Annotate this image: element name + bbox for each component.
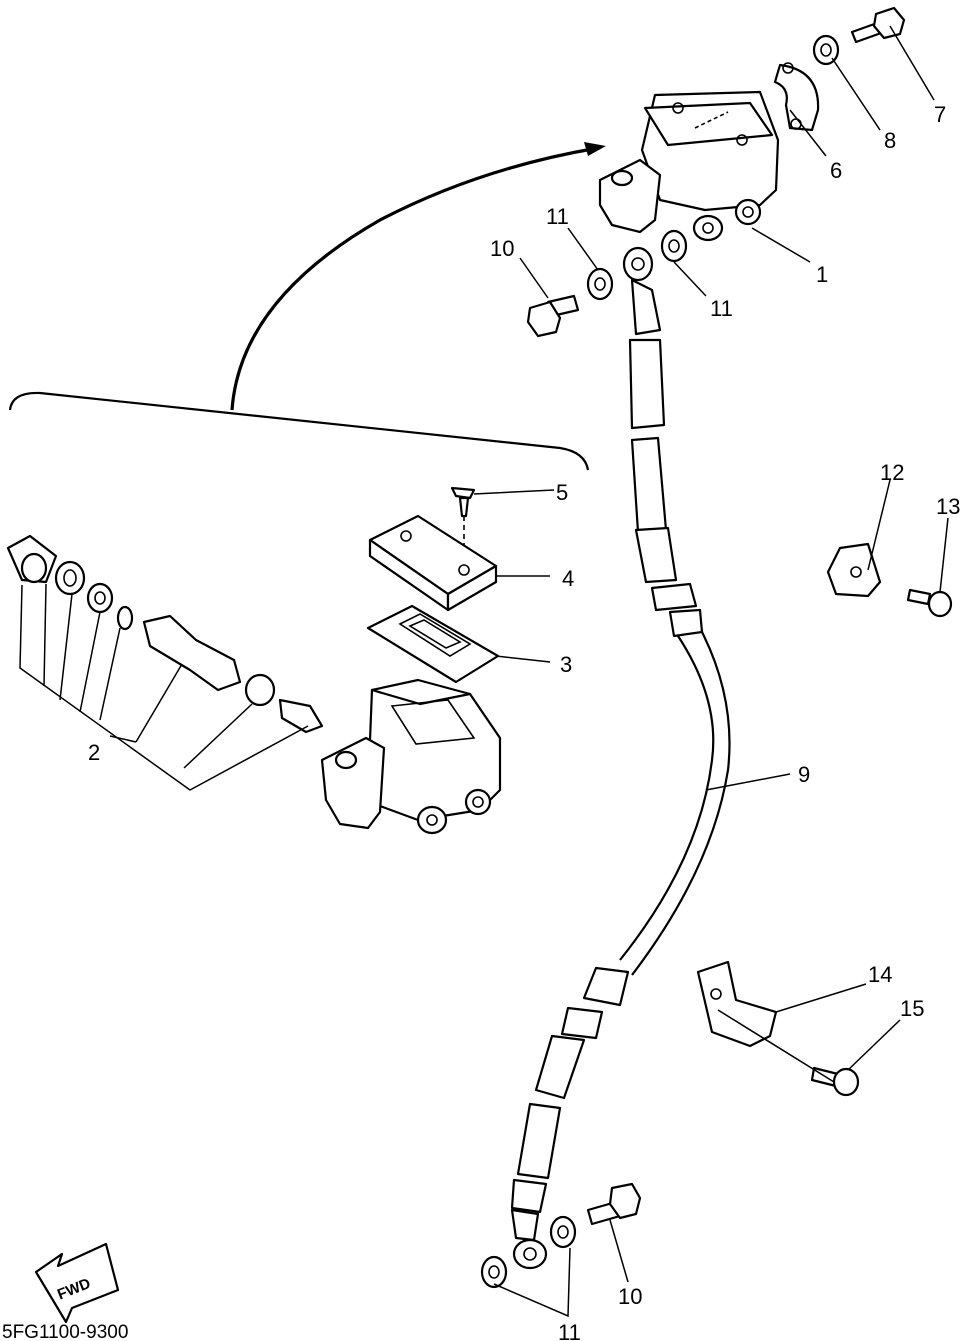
bracket-bolt xyxy=(850,6,906,44)
callout-14: 14 xyxy=(868,962,892,987)
callout-10-top: 10 xyxy=(490,236,514,261)
callout-3: 3 xyxy=(560,652,572,677)
callout-6: 6 xyxy=(830,158,842,183)
union-bolt-bottom xyxy=(586,1182,642,1226)
callout-8: 8 xyxy=(884,128,896,153)
holder-screw xyxy=(906,588,953,618)
callout-11-top-left: 11 xyxy=(546,204,569,229)
brake-hose xyxy=(510,246,731,1270)
cylinder-cap xyxy=(368,514,498,612)
master-cylinder-body xyxy=(320,678,502,835)
part-code: 5FG1100-9300 xyxy=(2,1322,128,1341)
callout-4: 4 xyxy=(562,566,574,591)
hose-holder xyxy=(826,542,882,598)
copper-washer-bottom-left xyxy=(480,1255,508,1289)
union-bolt-top xyxy=(526,294,580,338)
callout-12: 12 xyxy=(880,460,904,485)
callout-11-bottom: 11 xyxy=(558,1320,581,1341)
callout-2: 2 xyxy=(88,740,100,765)
copper-washer-top-right xyxy=(660,229,688,263)
callout-11-top-right: 11 xyxy=(710,296,733,321)
callout-15: 15 xyxy=(900,996,924,1021)
callout-1: 1 xyxy=(816,262,828,287)
callout-7: 7 xyxy=(934,102,946,127)
callout-9: 9 xyxy=(798,762,810,787)
copper-washer-top-left xyxy=(586,267,614,301)
callout-5: 5 xyxy=(556,480,568,505)
master-cylinder-bracket xyxy=(773,62,820,132)
leader-lines xyxy=(19,25,949,1318)
callout-labels: 1 2 3 4 5 6 7 8 9 10 10 11 11 11 11 12 1… xyxy=(88,102,960,1341)
master-cylinder-kit xyxy=(6,534,324,734)
callout-10-bottom: 10 xyxy=(618,1284,642,1309)
copper-washer-bottom-right xyxy=(549,1215,577,1249)
hose-guide xyxy=(696,960,778,1048)
callout-13: 13 xyxy=(936,494,960,519)
diaphragm xyxy=(366,604,500,684)
washer xyxy=(812,34,840,66)
forward-arrow xyxy=(34,1242,120,1324)
exploded-view-bracket xyxy=(8,142,606,471)
master-cylinder-assembly xyxy=(598,90,780,242)
